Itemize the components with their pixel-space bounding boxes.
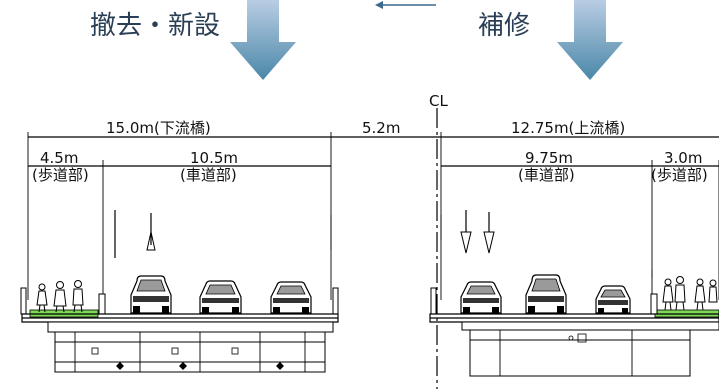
left-sidewalk-width: 4.5m <box>40 149 78 167</box>
left-road-name: (車道部) <box>180 166 237 184</box>
down-arrow-left-icon <box>230 0 296 80</box>
right-action-label: 補修 <box>478 11 530 41</box>
right-bridge-section <box>429 287 719 377</box>
top-leftward-arrow <box>375 1 436 9</box>
car-left-1-icon <box>130 275 172 314</box>
car-right-1-icon <box>460 281 502 314</box>
left-bridge-section <box>20 287 339 373</box>
left-total-width: 15.0m(下流橋) <box>106 119 211 137</box>
lane-arrows-right <box>460 210 495 254</box>
right-total-width: 12.75m(上流橋) <box>511 119 625 137</box>
right-road-name: (車道部) <box>518 166 575 184</box>
car-right-3-icon <box>595 285 631 314</box>
lane-arrows-left <box>114 210 156 258</box>
centerline-label: CL <box>429 92 448 110</box>
down-arrow-right-icon <box>557 0 623 80</box>
car-right-2-icon <box>525 274 567 314</box>
pedestrians-left-icon <box>36 280 84 313</box>
gap-width: 5.2m <box>362 119 400 137</box>
left-road-width: 10.5m <box>190 149 238 167</box>
left-sidewalk-name: (歩道部) <box>32 166 89 184</box>
top-dimension-line <box>27 132 719 300</box>
right-sidewalk-width: 3.0m <box>664 149 702 167</box>
left-action-label: 撤去・新設 <box>90 11 220 41</box>
car-left-2-icon <box>199 280 242 314</box>
right-road-width: 9.75m <box>525 149 573 167</box>
pedestrians-right-icon <box>662 276 718 311</box>
sub-dimension-line <box>28 160 719 300</box>
right-sidewalk-name: (歩道部) <box>651 166 708 184</box>
car-left-3-icon <box>270 281 312 314</box>
